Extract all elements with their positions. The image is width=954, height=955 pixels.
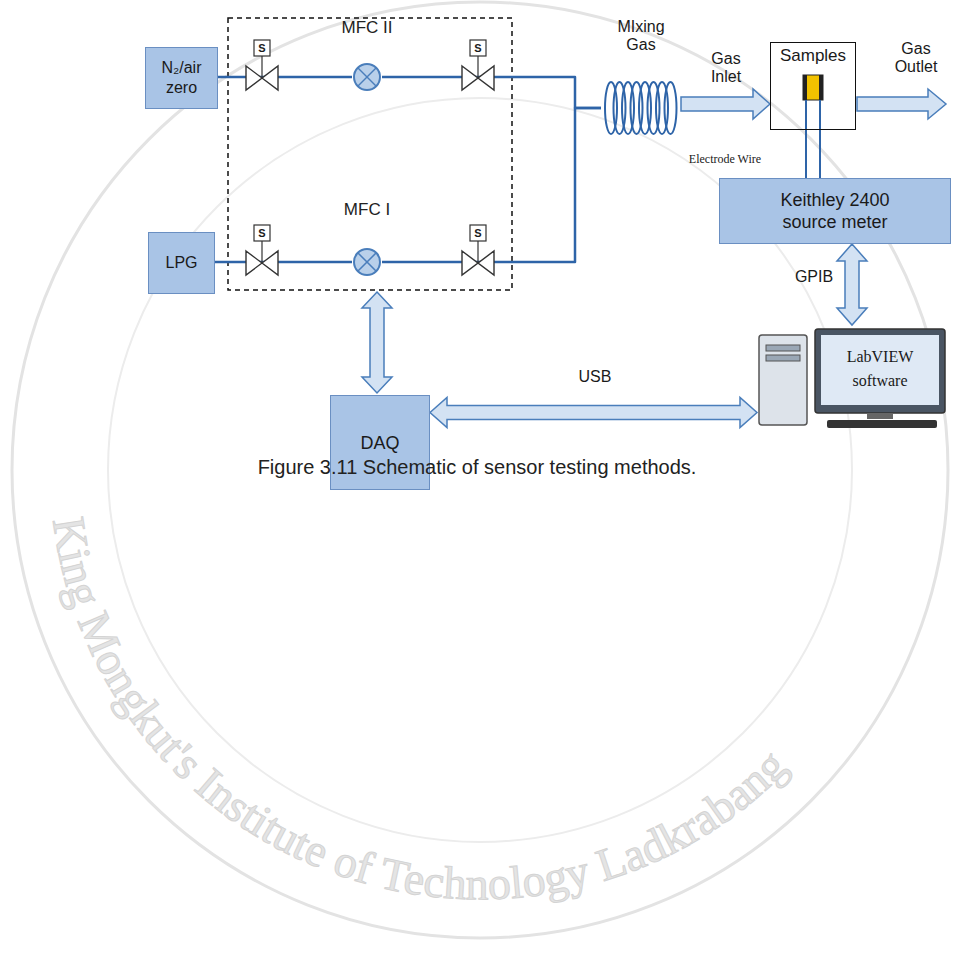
valve-symbol	[246, 251, 278, 275]
monitor-stand	[867, 413, 893, 419]
computer: LabVIEW software	[757, 325, 947, 430]
flow-controller-circle	[354, 64, 380, 90]
solenoid-tag: S	[470, 40, 486, 56]
edge-label: GPIB	[792, 268, 836, 286]
monitor-screen	[821, 335, 939, 405]
watermark-text: King Mongkut's Institute of Technology L…	[43, 514, 796, 910]
mass-flow-controller: MFC II	[337, 18, 397, 92]
sensor-electrode	[819, 75, 823, 100]
solenoid-stem	[261, 241, 262, 263]
component-label: MIxing Gas	[611, 18, 671, 54]
flow-controller-cross	[358, 253, 376, 271]
gas-outlet-arrow	[857, 89, 946, 119]
solenoid-box	[470, 225, 486, 241]
component-label: MFC II	[342, 18, 393, 38]
pc-tower	[759, 335, 807, 425]
electrode-pin	[819, 100, 821, 130]
flow-controller-symbol	[352, 62, 382, 92]
gas-line	[382, 108, 601, 262]
solenoid-tag: S	[254, 40, 270, 56]
mixing-coil-symbol	[601, 78, 681, 138]
node-label: Keithley 2400 source meter	[760, 189, 910, 233]
gas-line	[215, 262, 352, 263]
solenoid-tag: S	[470, 225, 486, 241]
controller-enclosure	[228, 18, 512, 290]
node-label: Samples	[771, 46, 855, 66]
gas-flow-arrow	[681, 89, 770, 119]
link-arrow	[837, 244, 867, 325]
mixing-coil: MIxing Gas	[598, 18, 684, 138]
watermark-text: King Mongkut's Institute of Technology L…	[43, 514, 796, 910]
flow-controller-cross	[358, 253, 376, 271]
flow-label: Gas Outlet	[886, 40, 946, 76]
flow-controller-cross	[358, 68, 376, 86]
solenoid-tag: S	[254, 225, 270, 241]
component-label: MFC I	[344, 200, 390, 220]
valve-symbol	[246, 66, 278, 90]
gas-source-box: LPG	[148, 232, 215, 294]
edge-label: Electrode Wire	[682, 150, 768, 168]
link-arrow	[430, 398, 757, 428]
solenoid-stem	[477, 241, 478, 263]
solenoid-box	[470, 40, 486, 56]
pc-drive	[766, 355, 800, 361]
pc-drive	[766, 345, 800, 351]
node-label: DAQ	[360, 433, 399, 453]
solenoid-stem	[477, 56, 478, 78]
sensor-chip	[803, 75, 823, 100]
gas-source-box: N₂/air zero	[145, 47, 218, 109]
sensor-electrode	[803, 75, 807, 100]
computer-illustration	[757, 325, 947, 430]
solenoid-box	[254, 40, 270, 56]
node-label: N₂/air zero	[149, 58, 214, 98]
electrode-wire	[806, 130, 820, 178]
node-label: LPG	[165, 253, 197, 273]
keyboard	[827, 420, 937, 428]
flow-controller-cross	[358, 68, 376, 86]
valve-symbol	[462, 251, 494, 275]
monitor-frame	[815, 329, 945, 413]
figure-caption: Figure 3.11 Schematic of sensor testing …	[0, 455, 954, 479]
mass-flow-controller: MFC I	[337, 200, 397, 277]
edge-label: USB	[570, 368, 620, 386]
valve-symbol	[462, 66, 494, 90]
solenoid-box	[254, 225, 270, 241]
daq-link-arrow	[362, 292, 392, 393]
edge-label: Gas Inlet	[700, 50, 752, 86]
gas-line	[218, 77, 352, 78]
source-meter-box: Keithley 2400 source meter	[719, 178, 951, 244]
sample-chamber: Samples	[770, 42, 856, 130]
flow-controller-circle	[354, 249, 380, 275]
solenoid-stem	[261, 56, 262, 78]
electrode-pin	[805, 100, 807, 130]
flow-controller-symbol	[352, 247, 382, 277]
coil-winding	[665, 82, 677, 134]
node-label: LabVIEW software	[823, 345, 937, 393]
